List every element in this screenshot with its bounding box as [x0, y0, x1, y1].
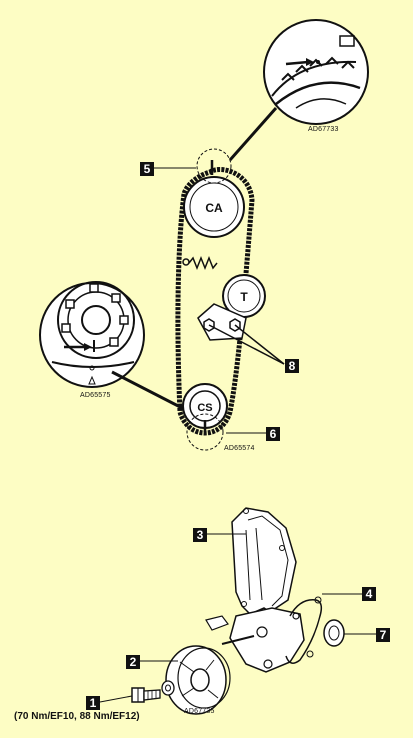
- camshaft-pulley: CA: [183, 160, 245, 238]
- cover-exploded-view: [99, 507, 376, 715]
- ref-camshaft-detail: AD67733: [308, 126, 339, 133]
- crankshaft-pulley-label: CS: [197, 402, 212, 414]
- ref-cover-exploded: AD67735: [184, 708, 215, 715]
- callout-7: 7: [376, 628, 390, 642]
- callout-2: 2: [126, 655, 140, 669]
- tensioner-pulley-label: T: [240, 290, 248, 304]
- crankshaft-mark-circle: [186, 413, 224, 451]
- camshaft-mark-circle: [196, 148, 232, 184]
- callout-3: 3: [193, 528, 207, 542]
- ref-crank-detail: AD65575: [80, 392, 111, 399]
- camshaft-pulley-label: CA: [205, 201, 223, 215]
- callout-8: 8: [285, 359, 299, 373]
- camshaft-detail-view: [228, 19, 369, 161]
- crank-pulley: [140, 645, 231, 715]
- timing-cover: [231, 507, 297, 615]
- timing-belt: [175, 166, 255, 436]
- ref-belt-diagram: AD65574: [224, 445, 255, 452]
- tensioner-bracket: [197, 303, 285, 365]
- callout-4: 4: [362, 587, 376, 601]
- callout-5: 5: [140, 162, 154, 176]
- tensioner-spring: [182, 255, 218, 271]
- crankshaft-pulley: CS: [182, 383, 228, 432]
- callout-6: 6: [266, 427, 280, 441]
- crank-pulley-bolt: [99, 687, 161, 703]
- timing-belt-group: CA T CS: [153, 148, 285, 451]
- callout-1: 1: [86, 696, 100, 710]
- crankshaft-detail-view: [39, 281, 187, 412]
- tensioner-pulley: T: [222, 274, 266, 318]
- torque-spec: (70 Nm/EF10, 88 Nm/EF12): [14, 711, 140, 722]
